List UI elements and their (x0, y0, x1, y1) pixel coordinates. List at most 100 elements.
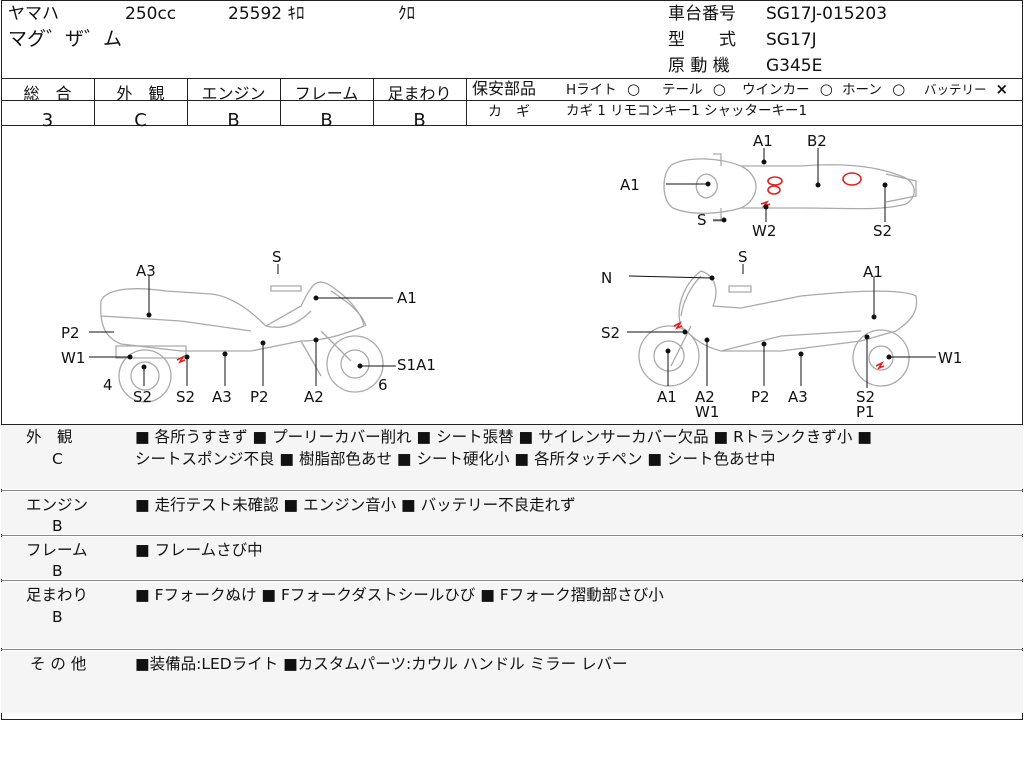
section-text-suspension: ■ Fフォークぬけ ■ Fフォークダストシールひび ■ Fフォーク摺動部さび小 (135, 586, 664, 604)
label-top-a1-left: A1 (620, 176, 640, 194)
maker: ヤマハ (8, 4, 59, 24)
divider (280, 78, 281, 125)
label-top-b2: B2 (807, 132, 827, 150)
section-grade-suspension: B (52, 608, 63, 626)
grade-suspension: 足まわり B (373, 80, 466, 131)
engine-value: G345E (766, 56, 823, 76)
safety-item-battery: バッテリー × (924, 82, 1008, 97)
safety-item-name: ウインカー (742, 82, 810, 98)
label-right-n: N (601, 269, 612, 287)
color: ｸﾛ (398, 4, 415, 24)
safety-item-name: バッテリー (924, 82, 987, 97)
diagram-label-group: A1 A1 B2 S W2 S2 A3 S A1 P2 W1 S1A1 4 6 … (61, 132, 962, 421)
grade-label: フレーム (294, 84, 359, 103)
grade-label: エンジン (201, 84, 266, 103)
grade-value: 3 (41, 110, 54, 131)
divider (1, 125, 1023, 126)
section-text-other: ■装備品:LEDライト ■カスタムパーツ:カウル ハンドル ミラー レバー (135, 655, 628, 673)
label-left-s2-a: S2 (133, 388, 152, 406)
label-top-w2: W2 (752, 222, 776, 240)
label-left-s1a1: S1A1 (397, 356, 436, 374)
divider (467, 100, 1023, 101)
grade-frame: フレーム B (280, 80, 373, 131)
grade-value: B (227, 110, 240, 131)
label-right-w1-b: W1 (695, 403, 719, 421)
label-left-s2-b: S2 (176, 388, 195, 406)
section-text-exterior-1: ■ 各所うすきず ■ プーリーカバー削れ ■ シート張替 ■ サイレンサーカバー… (135, 428, 872, 446)
divider (1, 424, 1023, 425)
scooter-top-view-drawing (663, 153, 917, 222)
divider (1, 78, 1023, 79)
label-left-a2: A2 (304, 388, 324, 406)
section-text-frame: ■ フレームさび中 (135, 541, 263, 559)
section-label-suspension: 足まわり (26, 586, 89, 604)
safety-label: 保安部品 (472, 79, 537, 98)
label-left-a3-b: A3 (212, 388, 232, 406)
damage-marks (176, 172, 885, 370)
model-name: マグ゛ザ゛ム (8, 28, 123, 50)
divider (1, 580, 1023, 581)
scooter-right-side-drawing (638, 270, 918, 387)
label-top-a1: A1 (753, 132, 773, 150)
safety-item-mark: ○ (626, 80, 641, 98)
grade-exterior: 外 観 C (94, 80, 187, 131)
displacement: 250cc (125, 4, 177, 24)
safety-item-horn: ホーン ○ (842, 82, 905, 98)
grade-overall: 総 合 3 (1, 80, 94, 131)
label-right-a2: A2 (695, 388, 715, 406)
section-label-frame: フレーム (26, 541, 88, 559)
grade-value: C (134, 110, 147, 131)
section-text-engine: ■ 走行テスト未確認 ■ エンジン音小 ■ バッテリー不良走れず (135, 496, 576, 514)
label-right-a3: A3 (788, 388, 808, 406)
label-right-s2: S2 (601, 324, 620, 342)
divider (466, 78, 467, 125)
section-bg (1, 582, 1023, 648)
label-left-a3: A3 (136, 262, 156, 280)
section-label-other: そ の 他 (30, 655, 87, 673)
grade-label: 足まわり (387, 84, 452, 103)
callout-lines (89, 148, 936, 388)
section-grade-frame: B (52, 562, 63, 580)
label-left-p2: P2 (61, 324, 80, 342)
engine-label: 原 動 機 (668, 56, 730, 76)
damage-diagram: A1 A1 B2 S W2 S2 A3 S A1 P2 W1 S1A1 4 6 … (61, 132, 962, 421)
safety-item-name: テール (662, 82, 703, 98)
section-bg (1, 537, 1023, 579)
safety-item-winker: ウインカー ○ (742, 82, 833, 98)
safety-item-name: ホーン (842, 82, 882, 98)
label-right-a1: A1 (863, 263, 883, 281)
safety-item-mark: ○ (819, 80, 833, 98)
divider (1, 490, 1023, 491)
section-text-exterior-2: シートスポンジ不良 ■ 樹脂部色あせ ■ シート硬化小 ■ 各所タッチペン ■ … (135, 450, 776, 468)
divider (187, 78, 188, 125)
divider (94, 78, 95, 125)
label-left-6: 6 (378, 376, 388, 394)
label-left-s: S (272, 248, 282, 266)
label-left-4: 4 (103, 376, 113, 394)
section-label-engine: エンジン (26, 496, 89, 514)
grade-value: B (320, 110, 333, 131)
divider (1, 535, 1023, 536)
divider (1, 100, 467, 101)
section-grade-engine: B (52, 517, 63, 535)
label-right-s2-b: S2 (856, 388, 875, 406)
label-left-p2-b: P2 (250, 388, 269, 406)
label-top-s2: S2 (873, 222, 892, 240)
grade-engine: エンジン B (187, 80, 280, 131)
label-right-w1: W1 (938, 349, 962, 367)
type-label: 型 式 (668, 30, 736, 50)
section-bg (1, 425, 1023, 489)
label-top-s: S (697, 211, 707, 229)
keys-label: カ ギ (488, 104, 530, 120)
section-bg (1, 651, 1023, 713)
label-left-w1: W1 (61, 349, 85, 367)
section-grade-exterior: C (52, 450, 63, 468)
label-right-s: S (738, 248, 748, 266)
safety-item-mark: × (995, 80, 1009, 98)
grade-label: 総 合 (23, 84, 72, 103)
type-value: SG17J (766, 30, 817, 50)
label-right-p1: P1 (856, 403, 875, 421)
keys-value: カギ 1 リモコンキー1 シャッターキー1 (566, 103, 808, 119)
safety-item-mark: ○ (712, 80, 726, 98)
